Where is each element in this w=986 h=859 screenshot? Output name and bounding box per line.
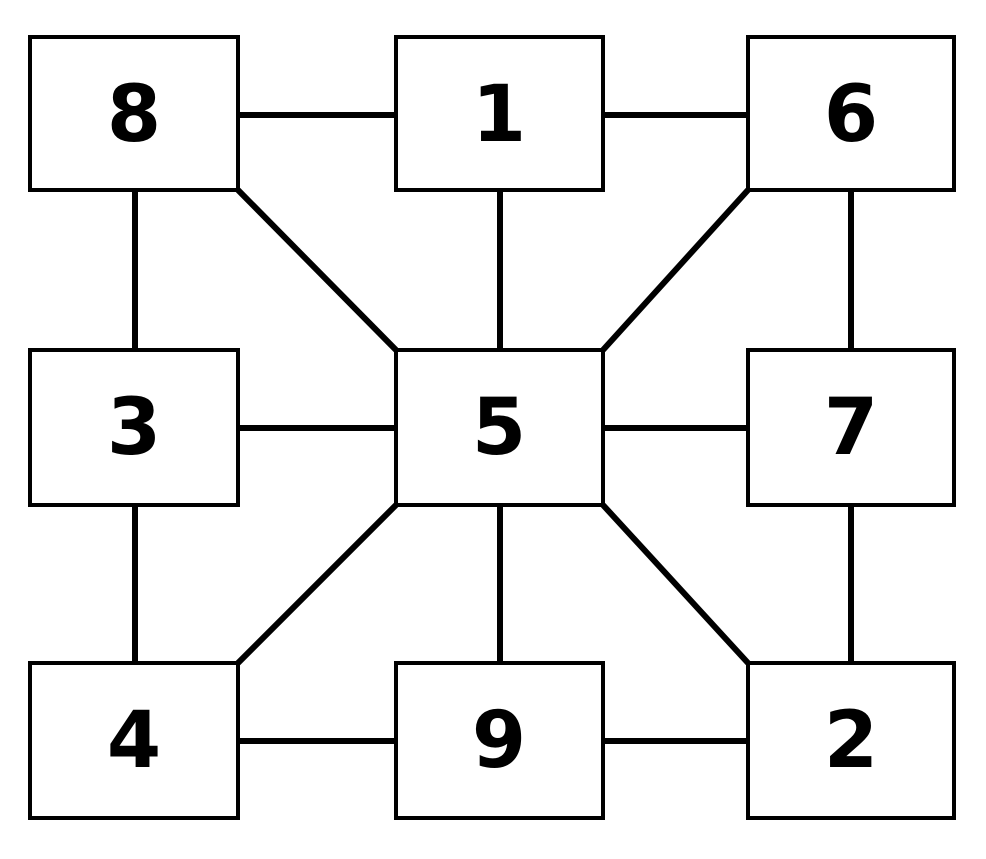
node-box: 2 [746,661,956,820]
node-box: 7 [746,348,956,507]
edge-8-5 [235,187,399,353]
node-box: 1 [394,35,605,192]
node-label: 3 [107,383,161,473]
node-box: 5 [394,348,605,507]
edge-6-5 [600,187,751,353]
node-box: 8 [28,35,240,192]
node-label: 9 [472,696,526,786]
node-label: 2 [824,696,878,786]
node-label: 4 [107,696,161,786]
node-label: 1 [472,70,526,160]
edge-4-5 [235,502,399,666]
node-label: 6 [824,70,878,160]
node-box: 6 [746,35,956,192]
edge-2-5 [600,502,751,666]
edges-layer [132,112,854,744]
node-box: 3 [28,348,240,507]
nodes-layer: 8 1 6 3 5 7 4 9 [28,35,956,820]
node-box: 4 [28,661,240,820]
node-box: 9 [394,661,605,820]
node-label: 5 [472,383,526,473]
node-label: 8 [107,70,161,160]
node-label: 7 [824,383,878,473]
